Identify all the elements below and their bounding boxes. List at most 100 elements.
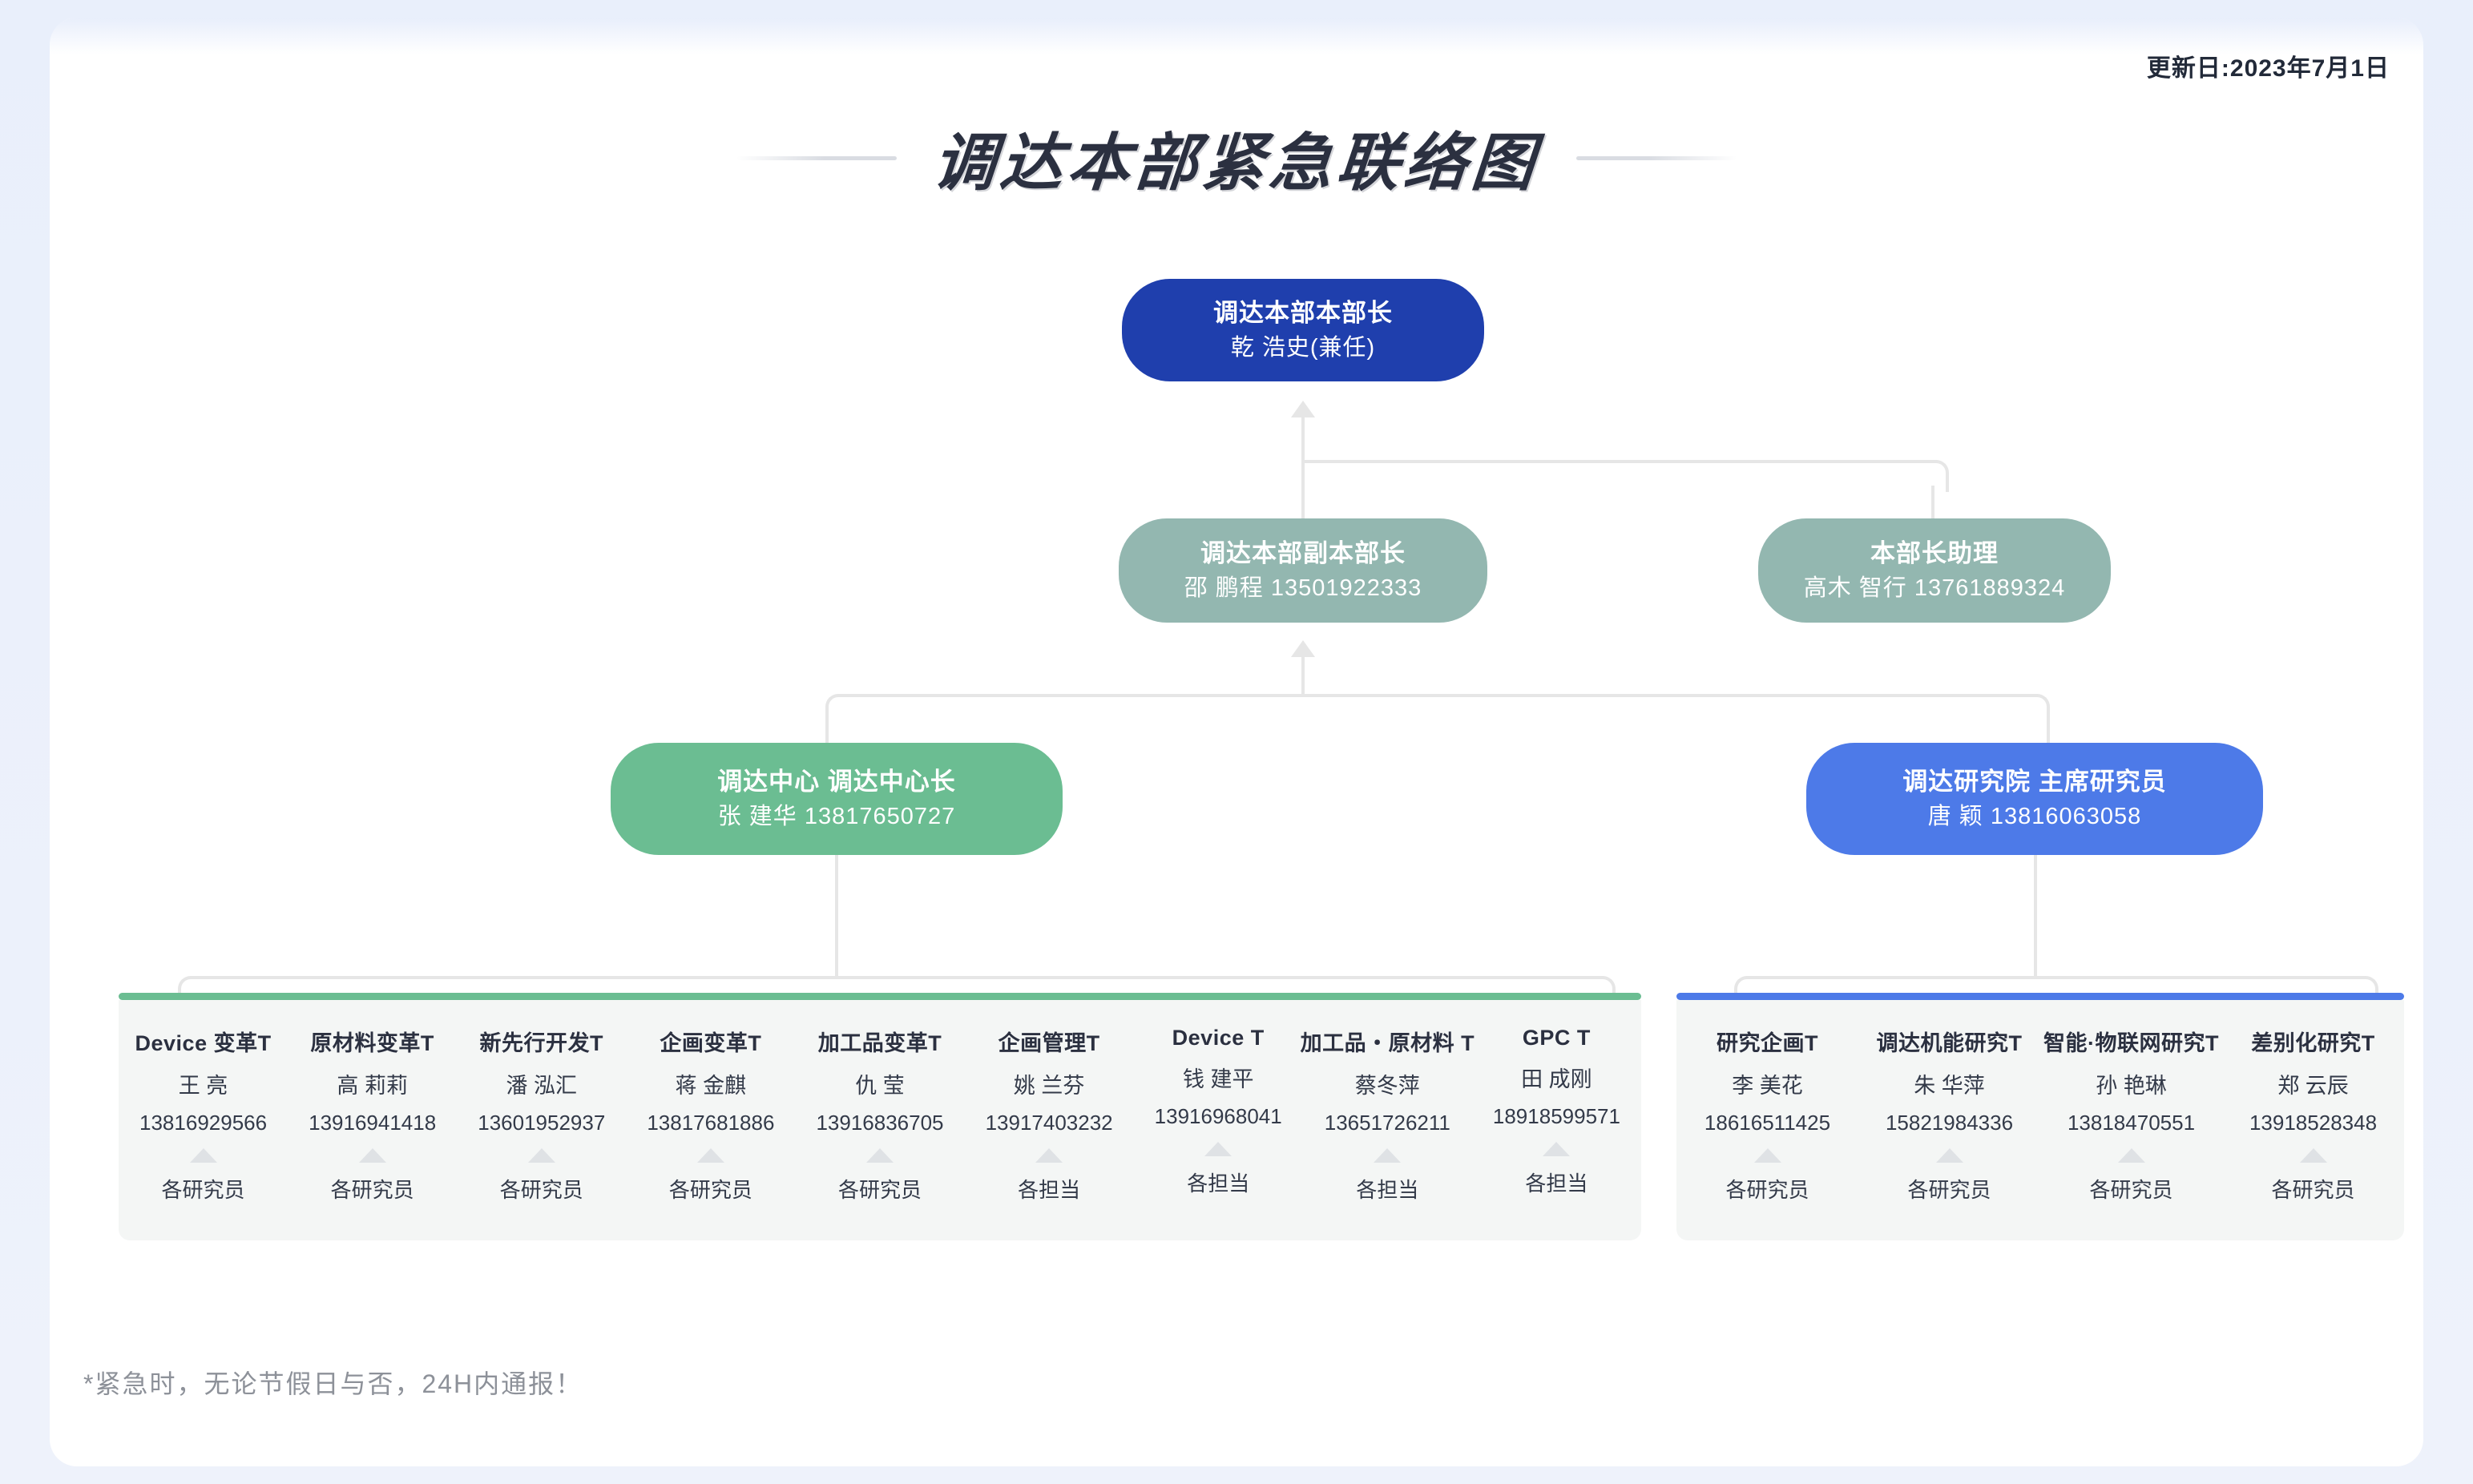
- leaf-team-name: 企画变革T: [660, 1031, 762, 1055]
- title-row: 调达本部紧急联络图: [50, 114, 2423, 202]
- leaf-role-label: 各研究员: [668, 1178, 752, 1202]
- leaf-team-name: 智能·物联网研究T: [2043, 1031, 2219, 1055]
- node-director-assistant-person: 高木 智行 13761889324: [1803, 575, 2066, 601]
- leaf-person-name: 姚 兰芬: [1013, 1074, 1085, 1098]
- leaf-phone-number: 13916941418: [309, 1111, 437, 1135]
- leaf-phone-number: 13818470551: [2067, 1111, 2196, 1135]
- leaf-member[interactable]: Device 变革T 王 亮 13816929566 各研究员: [119, 1026, 288, 1204]
- leaf-member[interactable]: 智能·物联网研究T 孙 艳琳 13818470551 各研究员: [2040, 1026, 2222, 1204]
- triangle-up-icon: [1374, 1148, 1402, 1163]
- leaf-team-name: 差别化研究T: [2251, 1031, 2375, 1055]
- title-rule-left: [736, 155, 897, 160]
- triangle-up-icon: [527, 1148, 555, 1163]
- connector-level2-bus: [1301, 460, 1934, 463]
- leaf-team-name: 新先行开发T: [479, 1031, 604, 1055]
- leaf-person-name: 钱 建平: [1182, 1067, 1254, 1091]
- connector-director-stem: [1301, 416, 1305, 522]
- leaf-person-name: 潘 泓汇: [506, 1074, 578, 1098]
- connector-left-panel-mid: [835, 935, 838, 979]
- leaf-person-name: 朱 华萍: [1914, 1074, 1985, 1098]
- node-research-institute-person: 唐 颖 13816063058: [1927, 803, 2142, 829]
- leaf-role-label: 各担当: [1525, 1171, 1588, 1196]
- node-deputy-director-title: 调达本部副本部长: [1200, 539, 1406, 568]
- connector-right-panel-mid: [2034, 935, 2037, 979]
- triangle-up-icon: [696, 1148, 724, 1163]
- leaf-group-center-accent-bar: [119, 993, 1641, 1000]
- leaf-role-label: 各担当: [1018, 1178, 1081, 1202]
- triangle-up-icon: [865, 1148, 894, 1163]
- leaf-team-name: 加工品・原材料 T: [1300, 1031, 1475, 1055]
- leaf-team-name: GPC T: [1522, 1026, 1591, 1050]
- leaf-person-name: 王 亮: [178, 1074, 228, 1098]
- leaf-role-label: 各担当: [1356, 1178, 1419, 1202]
- leaf-person-name: 李 美花: [1732, 1074, 1803, 1098]
- leaf-person-name: 蔡冬萍: [1354, 1074, 1420, 1098]
- leaf-member[interactable]: GPC T 田 成刚 18918599571 各担当: [1472, 1026, 1641, 1197]
- leaf-role-label: 各研究员: [2271, 1178, 2355, 1202]
- page-title: 调达本部紧急联络图: [930, 128, 1543, 198]
- connector-center-to-panel: [835, 855, 838, 935]
- connector-right-panel-bus: [1747, 976, 2364, 979]
- node-director-person: 乾 浩史(兼任): [1230, 334, 1376, 361]
- leaf-role-label: 各研究员: [330, 1178, 414, 1202]
- node-research-institute[interactable]: 调达研究院 主席研究员 唐 颖 13816063058: [1806, 743, 2263, 855]
- leaf-role-label: 各研究员: [2089, 1178, 2173, 1202]
- leaf-member[interactable]: 加工品・原材料 T 蔡冬萍 13651726211 各担当: [1300, 1026, 1475, 1204]
- node-deputy-director[interactable]: 调达本部副本部长 邵 鹏程 13501922333: [1119, 518, 1487, 623]
- update-date-label: 更新日:2023年7月1日: [2146, 55, 2390, 82]
- leaf-phone-number: 13917403232: [985, 1111, 1113, 1135]
- connector-institute-drop: [2047, 723, 2050, 747]
- leaf-person-name: 郑 云辰: [2277, 1074, 2349, 1098]
- footnote: *紧急时，无论节假日与否，24H内通报！: [83, 1369, 583, 1398]
- triangle-up-icon: [1543, 1142, 1571, 1156]
- leaf-group-institute-accent-bar: [1676, 993, 2404, 1000]
- triangle-up-icon: [358, 1148, 386, 1163]
- leaf-person-name: 田 成刚: [1521, 1067, 1592, 1091]
- leaf-role-label: 各研究员: [1907, 1178, 1991, 1202]
- node-procurement-center-title: 调达中心 调达中心长: [717, 768, 956, 796]
- leaf-team-name: Device T: [1172, 1026, 1265, 1050]
- node-research-institute-title: 调达研究院 主席研究员: [1902, 768, 2167, 796]
- connector-corner-institute: [2023, 694, 2050, 729]
- node-director[interactable]: 调达本部本部长 乾 浩史(兼任): [1122, 279, 1484, 381]
- title-rule-right: [1576, 155, 1737, 160]
- leaf-phone-number: 13651726211: [1324, 1111, 1450, 1135]
- connector-arrow-to-director: [1291, 401, 1315, 417]
- leaf-phone-number: 18918599571: [1492, 1104, 1620, 1128]
- triangle-up-icon: [1204, 1142, 1232, 1156]
- connector-assistant-drop: [1931, 486, 1934, 522]
- leaf-team-name: 调达机能研究T: [1876, 1031, 2023, 1055]
- node-procurement-center-person: 张 建华 13817650727: [717, 803, 956, 829]
- connector-level3-bus: [838, 694, 2035, 697]
- connector-corner-left-panel-start: [178, 976, 205, 1008]
- leaf-team-name: 加工品变革T: [817, 1031, 942, 1055]
- chart-card: 更新日:2023年7月1日 调达本部紧急联络图: [50, 18, 2423, 1466]
- leaf-person-name: 高 莉莉: [337, 1074, 408, 1098]
- leaf-person-name: 蒋 金麒: [675, 1074, 747, 1098]
- node-director-assistant[interactable]: 本部长助理 高木 智行 13761889324: [1758, 518, 2111, 623]
- leaf-phone-number: 18616511425: [1704, 1111, 1831, 1135]
- leaf-phone-number: 13916968041: [1154, 1104, 1282, 1128]
- leaf-role-label: 各研究员: [1725, 1178, 1809, 1202]
- leaf-role-label: 各研究员: [837, 1178, 922, 1202]
- leaf-person-name: 孙 艳琳: [2096, 1074, 2167, 1098]
- leaf-role-label: 各担当: [1187, 1171, 1250, 1196]
- leaf-member[interactable]: 研究企画T 李 美花 18616511425 各研究员: [1676, 1026, 1858, 1204]
- leaf-phone-number: 13816929566: [139, 1111, 268, 1135]
- leaf-member[interactable]: Device T 钱 建平 13916968041 各担当: [1134, 1026, 1303, 1197]
- leaf-team-name: 研究企画T: [1717, 1031, 1818, 1055]
- connector-corner-right-panel-start: [1734, 976, 1761, 1008]
- leaf-role-label: 各研究员: [161, 1178, 245, 1202]
- leaf-team-name: Device 变革T: [135, 1031, 272, 1055]
- node-procurement-center[interactable]: 调达中心 调达中心长 张 建华 13817650727: [611, 743, 1063, 855]
